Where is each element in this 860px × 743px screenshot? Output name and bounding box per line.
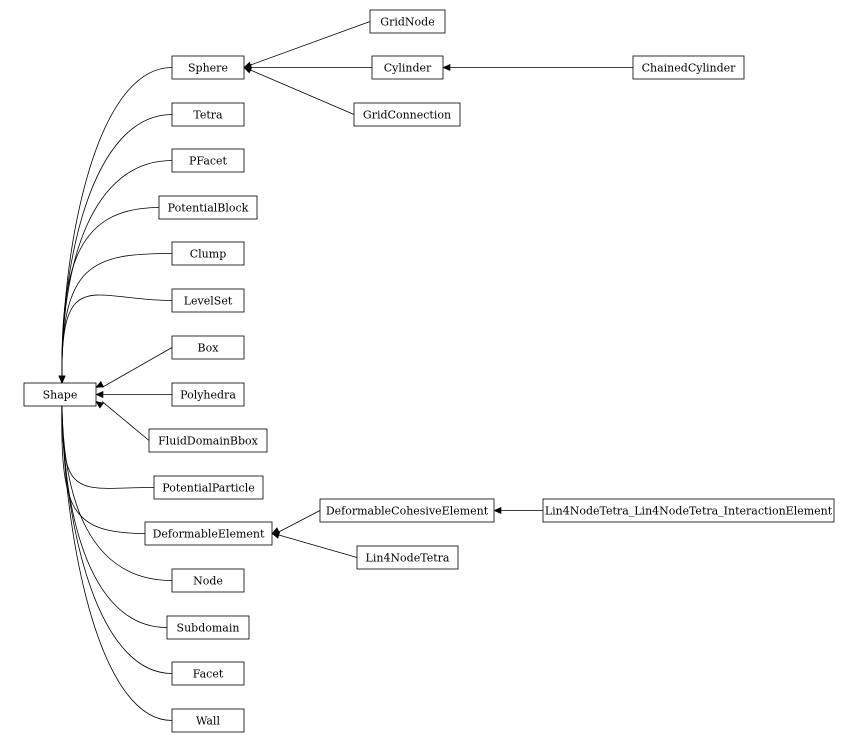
class-node-sphere[interactable]: Sphere bbox=[171, 55, 245, 80]
class-node-box bbox=[171, 708, 245, 733]
class-node-label: Lin4NodeTetra bbox=[366, 552, 450, 565]
arrowhead-fluiddomainbbox-to-shape bbox=[95, 400, 104, 409]
arrowhead-lin4nodetetra-lin4nodetetra-interactionelement-to-deformablecohesiveelement bbox=[493, 507, 502, 514]
class-node-polyhedra[interactable]: Polyhedra bbox=[171, 382, 245, 407]
class-node-lin4nodetetra-lin4nodetetra-interactionelement[interactable]: Lin4NodeTetra_Lin4NodeTetra_InteractionE… bbox=[542, 498, 835, 523]
edge-clump-to-shape bbox=[61, 253, 173, 384]
class-node-label: Tetra bbox=[193, 109, 223, 122]
class-node-label: Wall bbox=[196, 715, 220, 728]
edge-gridnode-to-sphere bbox=[249, 21, 371, 66]
class-node-label: GridConnection bbox=[363, 109, 451, 122]
class-node-label: Polyhedra bbox=[180, 389, 236, 402]
class-node-box bbox=[171, 382, 245, 407]
class-node-label: Clump bbox=[190, 248, 227, 261]
edge-deformablecohesiveelement-to-deformableelement bbox=[277, 510, 321, 533]
class-node-label: Lin4NodeTetra_Lin4NodeTetra_InteractionE… bbox=[545, 505, 833, 518]
class-node-potentialparticle[interactable]: PotentialParticle bbox=[153, 475, 264, 500]
class-node-label: Sphere bbox=[188, 62, 228, 75]
class-node-lin4nodetetra[interactable]: Lin4NodeTetra bbox=[356, 545, 459, 570]
class-node-label: Node bbox=[193, 575, 223, 588]
class-node-pfacet[interactable]: PFacet bbox=[171, 148, 245, 173]
edge-tetra-to-shape bbox=[61, 114, 173, 384]
class-node-label: Cylinder bbox=[384, 62, 432, 75]
class-node-node[interactable]: Node bbox=[171, 568, 245, 593]
class-node-box bbox=[171, 148, 245, 173]
class-node-box bbox=[371, 55, 444, 80]
class-node-label: Subdomain bbox=[177, 622, 240, 635]
class-node-box bbox=[356, 545, 459, 570]
edge-levelset-to-shape bbox=[61, 294, 173, 384]
class-node-gridconnection[interactable]: GridConnection bbox=[353, 102, 461, 127]
class-node-label: DeformableCohesiveElement bbox=[326, 505, 489, 518]
class-node-gridnode[interactable]: GridNode bbox=[369, 9, 446, 34]
arrowhead-chainedcylinder-to-cylinder bbox=[442, 64, 451, 71]
class-node-box bbox=[171, 335, 245, 360]
edge-pfacet-to-shape bbox=[61, 160, 173, 384]
class-node-box bbox=[144, 521, 273, 546]
class-node-box bbox=[153, 475, 264, 500]
class-node-deformableelement[interactable]: DeformableElement bbox=[144, 521, 273, 546]
class-node-box bbox=[171, 288, 245, 313]
edge-deformableelement-to-shape bbox=[61, 384, 146, 534]
class-node-box bbox=[148, 428, 268, 453]
arrowhead-box-to-shape bbox=[95, 380, 105, 388]
class-node-box bbox=[171, 102, 245, 127]
arrowhead-levelset-to-shape bbox=[58, 375, 66, 384]
class-node-label: PotentialBlock bbox=[168, 202, 249, 215]
class-node-label: FluidDomainBbox bbox=[158, 435, 259, 448]
class-node-label: ChainedCylinder bbox=[642, 62, 737, 75]
edge-lin4nodetetra-to-deformableelement bbox=[277, 534, 358, 558]
arrowhead-lin4nodetetra-to-deformableelement bbox=[271, 532, 280, 539]
edge-wall-to-shape bbox=[61, 384, 173, 721]
arrowhead-gridconnection-to-sphere bbox=[243, 67, 253, 74]
edge-potentialblock-to-shape bbox=[61, 207, 160, 384]
edge-box-to-shape bbox=[101, 347, 173, 388]
class-node-tetra[interactable]: Tetra bbox=[171, 102, 245, 127]
edge-subdomain-to-shape bbox=[61, 384, 168, 628]
class-node-box bbox=[171, 55, 245, 80]
class-node-label: Shape bbox=[43, 389, 78, 402]
class-node-fluiddomainbbox[interactable]: FluidDomainBbox bbox=[148, 428, 268, 453]
class-node-box bbox=[23, 382, 97, 407]
edge-fluiddomainbbox-to-shape bbox=[101, 401, 150, 441]
class-node-box bbox=[171, 661, 245, 686]
class-node-label: PFacet bbox=[189, 155, 228, 168]
class-node-box bbox=[171, 568, 245, 593]
edges-layer bbox=[58, 21, 633, 721]
class-node-box bbox=[353, 102, 461, 127]
class-node-facet[interactable]: Facet bbox=[171, 661, 245, 686]
class-node-wall[interactable]: Wall bbox=[171, 708, 245, 733]
class-node-levelset[interactable]: LevelSet bbox=[171, 288, 245, 313]
class-node-potentialblock[interactable]: PotentialBlock bbox=[158, 195, 258, 220]
arrowhead-polyhedra-to-shape bbox=[95, 391, 104, 398]
class-node-box bbox=[632, 55, 745, 80]
class-node-subdomain[interactable]: Subdomain bbox=[166, 615, 250, 640]
class-node-deformablecohesiveelement[interactable]: DeformableCohesiveElement bbox=[319, 498, 495, 523]
class-node-clump[interactable]: Clump bbox=[171, 241, 245, 266]
class-node-shape[interactable]: Shape bbox=[23, 382, 97, 407]
class-node-label: Facet bbox=[193, 668, 224, 681]
class-node-label: Box bbox=[198, 342, 220, 355]
class-node-box bbox=[171, 241, 245, 266]
class-node-box[interactable]: Box bbox=[171, 335, 245, 360]
class-node-box bbox=[369, 9, 446, 34]
class-node-label: DeformableElement bbox=[153, 528, 265, 541]
edge-sphere-to-shape bbox=[61, 67, 173, 384]
class-node-cylinder[interactable]: Cylinder bbox=[371, 55, 444, 80]
class-node-chainedcylinder[interactable]: ChainedCylinder bbox=[632, 55, 745, 80]
class-node-label: GridNode bbox=[380, 16, 434, 29]
class-node-label: LevelSet bbox=[184, 295, 233, 308]
class-node-box bbox=[319, 498, 495, 523]
class-node-label: PotentialParticle bbox=[162, 482, 254, 495]
class-node-box bbox=[166, 615, 250, 640]
edge-gridconnection-to-sphere bbox=[249, 69, 355, 115]
class-node-box bbox=[158, 195, 258, 220]
class-node-box bbox=[542, 498, 835, 523]
